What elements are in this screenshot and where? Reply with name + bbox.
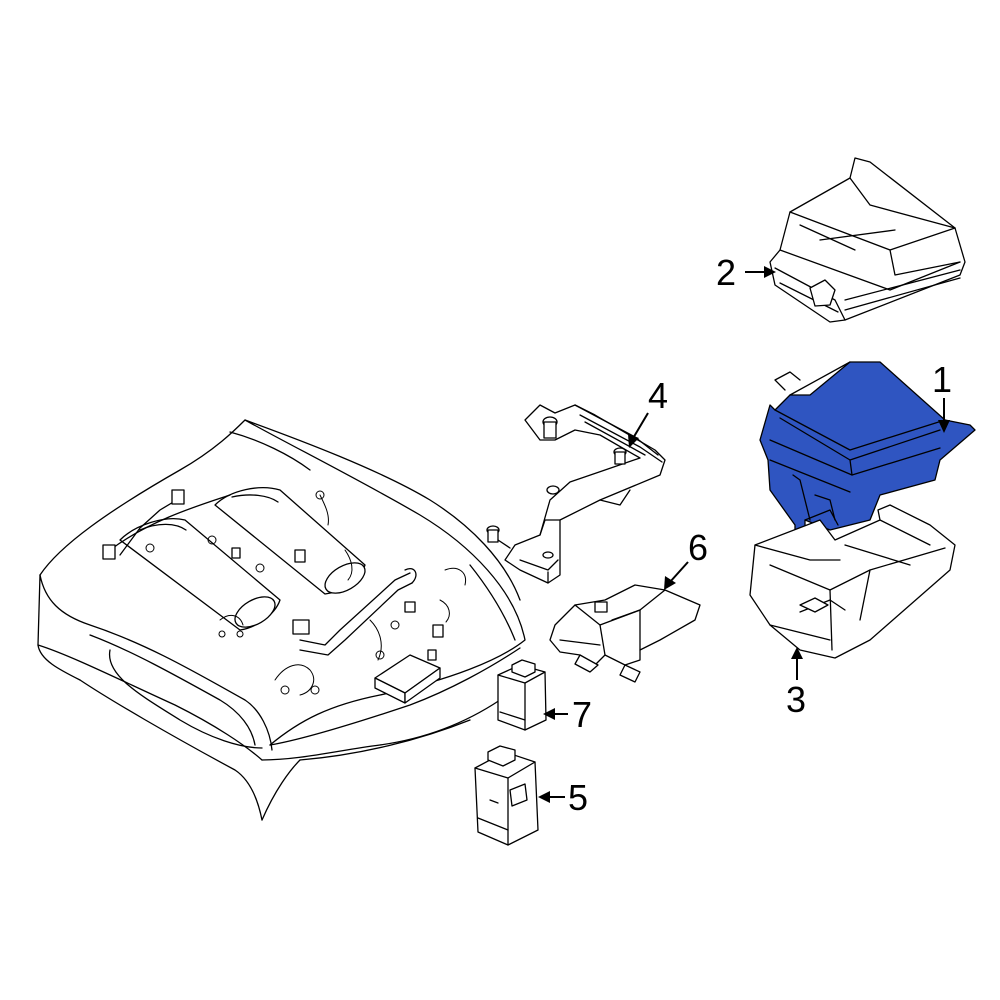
callout-arrows [538, 266, 950, 803]
vehicle-engine-bay [37, 419, 526, 821]
part-6-mount-bracket [549, 584, 701, 683]
callout-2: 2 [716, 252, 736, 293]
callout-3: 3 [786, 679, 806, 720]
part-5-control-module [474, 745, 539, 846]
callout-6: 6 [688, 527, 708, 568]
part-2-fuse-box-cover [769, 157, 966, 323]
part-3-fuse-box-lower-case [749, 504, 956, 659]
part-7-relay [497, 659, 547, 731]
callout-7: 7 [572, 694, 592, 735]
part-4-bracket [486, 404, 666, 584]
callout-4: 4 [648, 375, 668, 416]
callout-labels: 1 2 3 4 5 6 7 [568, 252, 952, 818]
callout-5: 5 [568, 777, 588, 818]
part-1-fuse-box-highlighted [759, 361, 976, 561]
callout-1: 1 [932, 359, 952, 400]
